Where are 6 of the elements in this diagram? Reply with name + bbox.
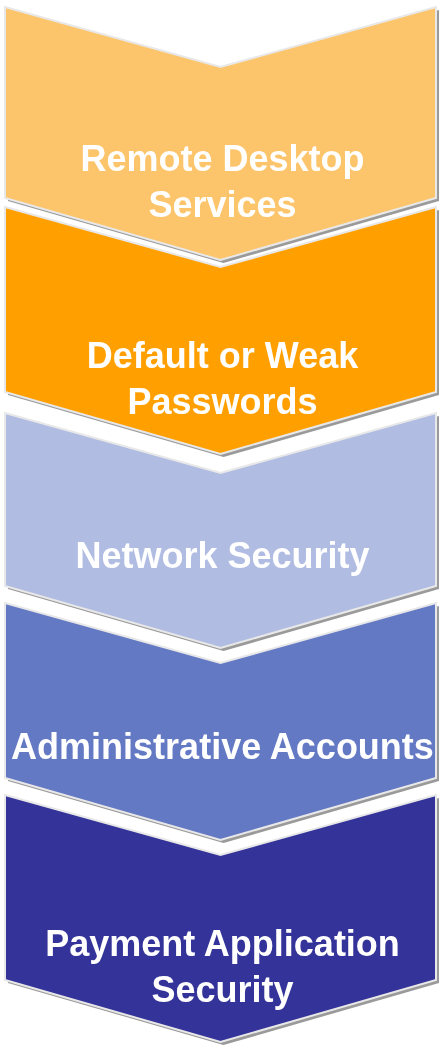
step-label: Remote Desktop Services	[79, 136, 366, 227]
chevron-step	[4, 794, 441, 1046]
step-label: Default or Weak Passwords	[85, 333, 360, 424]
step-label: Administrative Accounts	[10, 724, 435, 769]
step-label: Network Security	[74, 533, 371, 578]
step-label: Payment Application Security	[44, 921, 401, 1012]
